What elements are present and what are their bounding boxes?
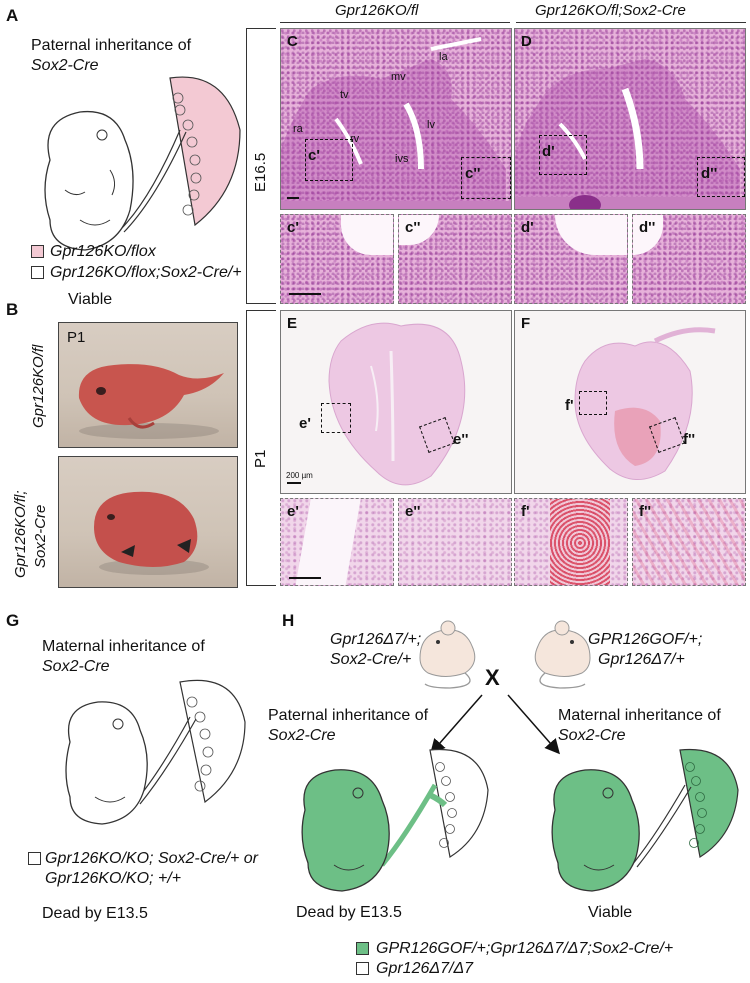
panel-h-left-outcome: Dead by E13.5 [296, 904, 402, 921]
panel-letter-b: B [6, 300, 19, 319]
histology-panel-d: D d' d'' [514, 28, 746, 210]
inset-panel-e1: e' [280, 498, 394, 586]
row-bracket-p1 [246, 310, 276, 586]
inset-panel-d1: d' [514, 214, 628, 304]
panel-a-title: Paternal inheritance of [31, 37, 192, 54]
parent-left-genotype-2: Sox2-Cre/+ [330, 651, 412, 668]
inset-label-e2: e'' [453, 431, 469, 448]
inset-panel-f2: f'' [632, 498, 746, 586]
embryo-illustration-paternal [301, 748, 489, 892]
inset-box-d2 [697, 157, 745, 197]
legend-swatch-white-h [356, 962, 369, 975]
legend-swatch-pink [31, 245, 44, 258]
row-label-e165: E16.5 [252, 152, 269, 192]
inset-panel-label-e1: e' [287, 503, 299, 520]
pup-photo-stage: P1 [67, 329, 86, 346]
legend-label-ko-flox-cre: Gpr126KO/flox;Sox2-Cre/+ [50, 264, 242, 281]
inset-panel-label-f2: f'' [639, 503, 652, 520]
panel-letter-e: E [287, 315, 298, 332]
inset-panel-d2: d'' [632, 214, 746, 304]
panel-letter-d: D [521, 33, 532, 50]
inset-label-d1: d' [542, 143, 555, 160]
histology-panel-e: E e' e'' 200 µm [280, 310, 512, 494]
embryo-illustration-maternal [551, 748, 739, 892]
inset-panel-c2: c'' [398, 214, 512, 304]
panel-g-title: Maternal inheritance of [42, 638, 205, 655]
pup-photo-mutant [58, 456, 238, 588]
panel-g-outcome: Dead by E13.5 [42, 905, 148, 922]
panel-h-legend-1: GPR126GOF/+;Gpr126Δ7/Δ7;Sox2-Cre/+ [376, 940, 674, 957]
panel-g-title-gene: Sox2-Cre [42, 658, 110, 675]
panel-letter-h: H [282, 611, 295, 630]
panel-a-title-gene: Sox2-Cre [31, 57, 99, 74]
col-header-control: Gpr126KO/fl [335, 2, 419, 19]
anat-label-rv: rv [350, 133, 360, 145]
col-header-mutant: Gpr126KO/fl;Sox2-Cre [535, 2, 686, 19]
inset-box-d1 [539, 135, 587, 175]
legend-swatch-green [356, 942, 369, 955]
anat-label-ra: ra [293, 123, 303, 135]
histology-panel-f: F f' f'' [514, 310, 746, 494]
legend-swatch-g [28, 852, 41, 865]
inset-label-f2: f'' [683, 431, 696, 448]
row-bracket-e165 [246, 28, 276, 304]
panel-g-legend-2: Gpr126KO/KO; +/+ [45, 870, 182, 887]
cross-arrows [430, 694, 560, 755]
legend-swatch-white [31, 266, 44, 279]
panel-h-right-title-gene: Sox2-Cre [558, 727, 626, 744]
inset-box-c2 [461, 157, 511, 199]
inset-panel-label-c1: c' [287, 219, 299, 236]
inset-label-c1: c' [308, 147, 320, 164]
panel-h-left-title-gene: Sox2-Cre [268, 727, 336, 744]
inset-label-c2: c'' [465, 165, 481, 182]
panel-g-legend-1: Gpr126KO/KO; Sox2-Cre/+ or [45, 850, 258, 867]
parent-left-genotype-1: Gpr126Δ7/+; [330, 631, 422, 648]
col-header-line-2 [516, 22, 746, 23]
anat-label-la: la [439, 51, 448, 63]
row-label-mutant-2: Sox2-Cre [32, 504, 49, 568]
scale-bar-label: 200 µm [286, 471, 313, 480]
mouse-icon-right [534, 620, 591, 689]
inset-panel-e2: e'' [398, 498, 512, 586]
panel-letter-c: C [287, 33, 298, 50]
embryo-placenta-illustration-a [44, 76, 241, 251]
panel-letter-a: A [6, 6, 19, 25]
inset-panel-c1: c' [280, 214, 394, 304]
anat-label-mv: mv [391, 71, 406, 83]
panel-h-right-outcome: Viable [588, 904, 633, 921]
parent-right-genotype-1: GPR126GOF/+; [588, 631, 703, 648]
inset-panel-f1: f' [514, 498, 628, 586]
inset-panel-label-c2: c'' [405, 219, 421, 236]
panel-h-legend-2: Gpr126Δ7/Δ7 [376, 960, 474, 977]
inset-panel-label-e2: e'' [405, 503, 421, 520]
inset-label-e1: e' [299, 415, 311, 432]
col-header-line-1 [280, 22, 510, 23]
inset-panel-label-d1: d' [521, 219, 534, 236]
histology-panel-c: C la mv tv ra rv lv ivs c' c'' [280, 28, 512, 210]
pup-photo-control: P1 [58, 322, 238, 448]
inset-panel-label-f1: f' [521, 503, 530, 520]
inset-box-f1 [579, 391, 607, 415]
panel-letter-f: F [521, 315, 531, 332]
row-label-mutant-1: Gpr126KO/fl; [12, 490, 29, 578]
legend-label-ko-flox: Gpr126KO/flox [50, 243, 156, 260]
cross-symbol: X [485, 665, 500, 690]
mouse-icon-left [419, 620, 476, 689]
panel-a-outcome: Viable [68, 291, 113, 308]
panel-letter-g: G [6, 611, 20, 630]
row-label-p1: P1 [252, 449, 269, 468]
inset-box-c1 [305, 139, 353, 181]
parent-right-genotype-2: Gpr126Δ7/+ [598, 651, 685, 668]
anat-label-tv: tv [340, 89, 349, 101]
panel-h-left-title: Paternal inheritance of [268, 707, 429, 724]
inset-box-e1 [321, 403, 351, 433]
anat-label-ivs: ivs [395, 153, 409, 165]
row-label-control: Gpr126KO/fl [30, 344, 47, 428]
inset-label-d2: d'' [701, 165, 718, 182]
inset-label-f1: f' [565, 397, 574, 414]
inset-panel-label-d2: d'' [639, 219, 656, 236]
panel-h-right-title: Maternal inheritance of [558, 707, 721, 724]
anat-label-lv: lv [427, 119, 435, 131]
